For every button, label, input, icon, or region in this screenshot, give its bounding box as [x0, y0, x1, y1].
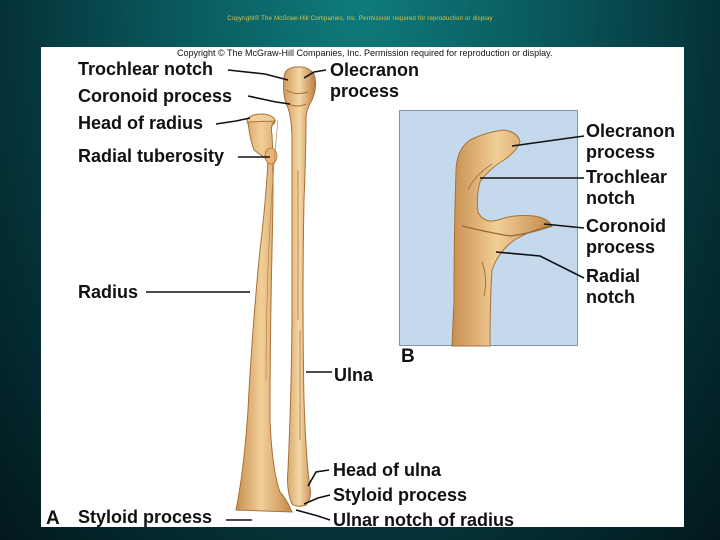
leader-lines-a: [146, 69, 332, 521]
label-coronoid-process: Coronoid process: [78, 86, 233, 106]
label-olecranon-b-line1: Olecranon: [586, 121, 676, 141]
top-copyright-notice: Copyright© The McGraw-Hill Companies, In…: [227, 16, 493, 22]
label-olecranon-b-line2: process: [586, 142, 656, 162]
label-head-of-ulna: Head of ulna: [333, 460, 442, 480]
label-olecranon-process-a-line1: Olecranon: [330, 60, 420, 80]
label-ulna: Ulna: [334, 365, 374, 385]
label-trochlear-notch: Trochlear notch: [78, 59, 214, 79]
label-head-of-radius: Head of radius: [78, 113, 204, 133]
radius-bone: [235, 113, 293, 513]
label-coronoid-b-line2: process: [586, 237, 656, 257]
label-styloid-process-radius: Styloid process: [78, 507, 213, 527]
panel-letter-b: B: [401, 346, 415, 367]
panel-letter-a: A: [46, 508, 60, 529]
label-trochlear-b-line1: Trochlear: [586, 167, 668, 187]
label-radius: Radius: [78, 282, 139, 302]
panel-copyright-notice: Copyright © The McGraw-Hill Companies, I…: [177, 48, 553, 58]
label-trochlear-b-line2: notch: [586, 188, 635, 208]
leader-lines-b: [480, 135, 585, 279]
label-olecranon-process-a-line2: process: [330, 81, 400, 101]
ulna-bone: [265, 66, 317, 507]
label-coronoid-b-line1: Coronoid: [586, 216, 666, 236]
inset-ulna-bone: [451, 129, 553, 347]
label-ulnar-notch-of-radius: Ulnar notch of radius: [333, 510, 515, 530]
label-radial-notch-line2: notch: [586, 287, 635, 307]
label-radial-tuberosity: Radial tuberosity: [78, 146, 225, 166]
label-radial-notch-line1: Radial: [586, 266, 641, 286]
label-styloid-process-ulna: Styloid process: [333, 485, 468, 505]
